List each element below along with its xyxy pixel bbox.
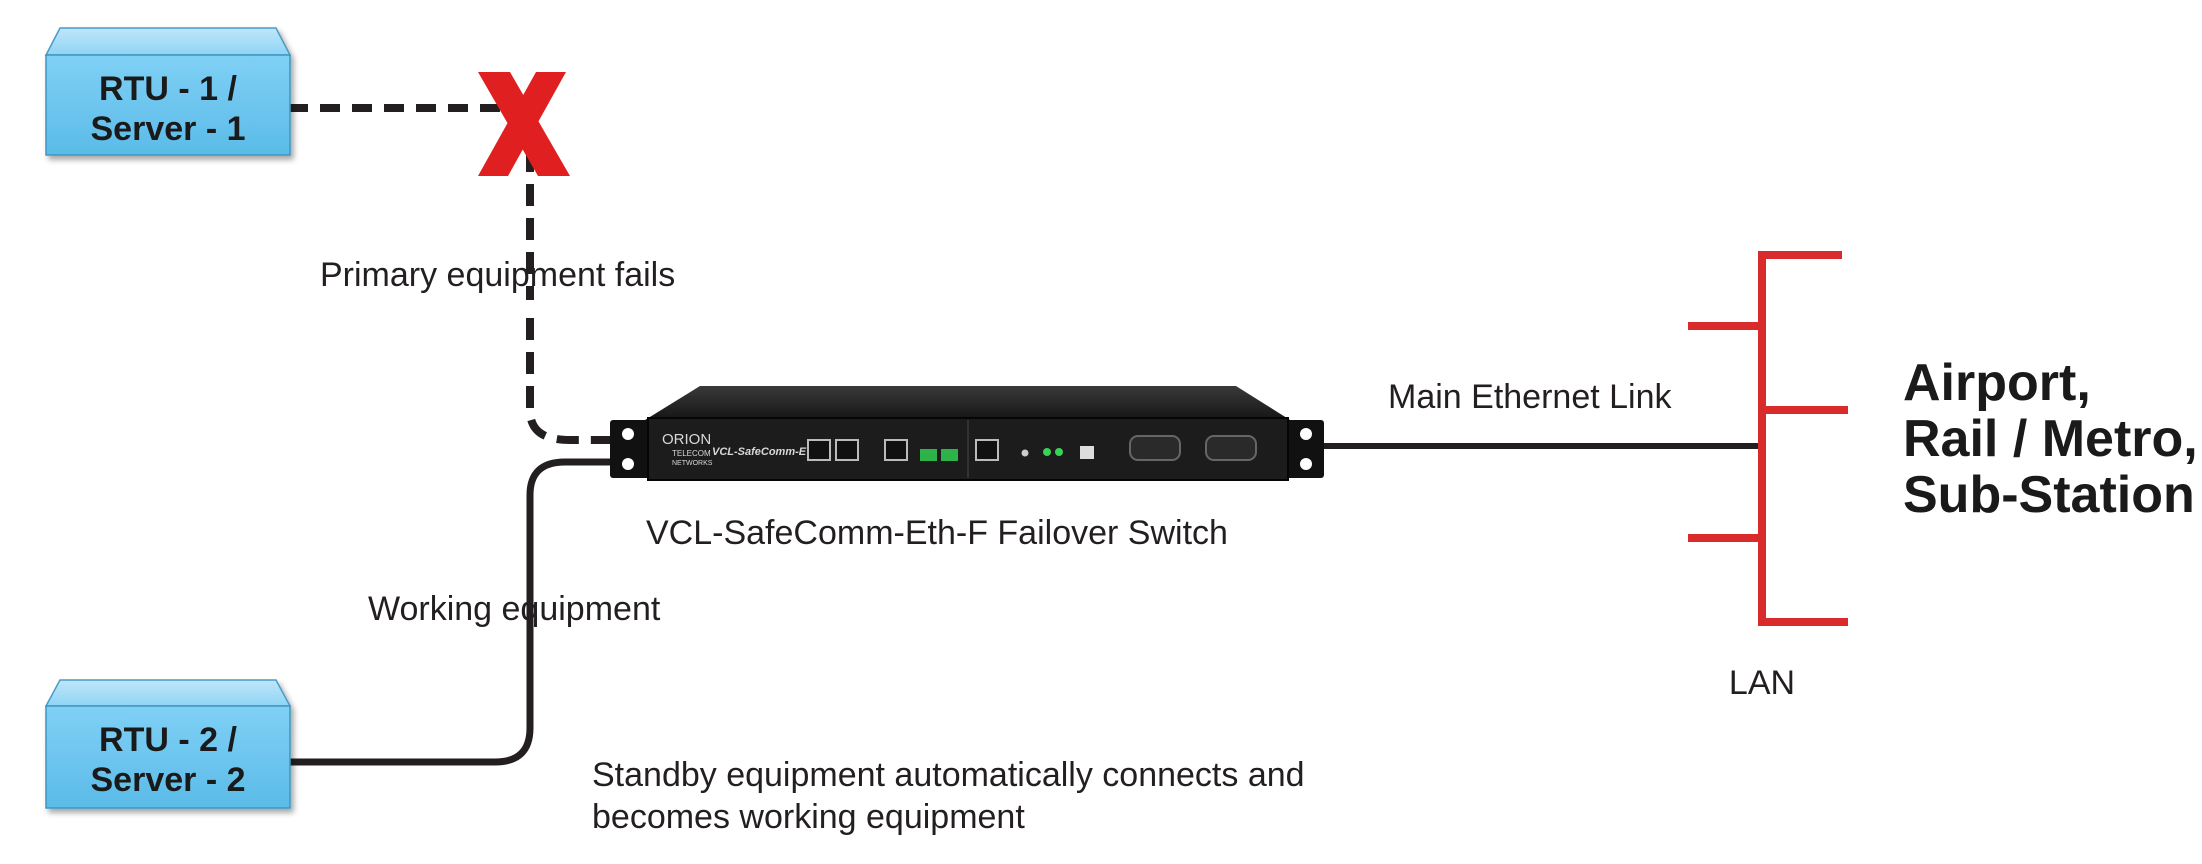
destination-line1: Airport, [1903, 354, 2091, 412]
rtu-1-label-line1: RTU - 1 / [99, 70, 237, 108]
primary-link-dashed-vertical [526, 150, 612, 444]
working-link [288, 458, 612, 766]
reset-button-icon [1021, 449, 1029, 457]
destination-line3: Sub-Station [1903, 466, 2195, 524]
standby-note-line1: Standby equipment automatically connects… [592, 756, 1305, 794]
rtu-2-label-line1: RTU - 2 / [99, 721, 237, 759]
failover-switch-device: ORION TELECOM NETWORKS VCL-SafeComm-E [610, 386, 1324, 481]
status-led-icon [1043, 448, 1051, 456]
standby-note-line2: becomes working equipment [592, 798, 1025, 836]
primary-fails-label: Primary equipment fails [320, 256, 675, 294]
usb-port-icon [1080, 446, 1094, 459]
rack-ear-right [1284, 420, 1324, 478]
device-caption: VCL-SafeComm-Eth-F Failover Switch [646, 514, 1228, 552]
rtu-1-node [44, 27, 292, 156]
rtu-2-label-line2: Server - 2 [91, 761, 246, 799]
status-led-icon [1055, 448, 1063, 456]
lan-bus [1688, 251, 1848, 626]
power-inlet-icon [1129, 435, 1257, 461]
terminal-block-icon [920, 449, 958, 461]
main-link-label: Main Ethernet Link [1388, 378, 1672, 416]
working-equipment-label: Working equipment [368, 590, 661, 628]
lan-label: LAN [1729, 664, 1795, 702]
ethernet-port-icon [807, 439, 999, 461]
rtu-2-node [44, 679, 292, 809]
device-brand-line2: TELECOM [672, 449, 711, 458]
device-model: VCL-SafeComm-E [712, 446, 807, 458]
failure-x-mark-icon [478, 72, 570, 176]
rack-ear-left [610, 420, 650, 478]
device-brand-line1: ORION [662, 431, 711, 448]
destination-line2: Rail / Metro, [1903, 410, 2198, 468]
device-brand-line3: NETWORKS [672, 460, 713, 467]
rtu-1-label-line2: Server - 1 [91, 110, 246, 148]
